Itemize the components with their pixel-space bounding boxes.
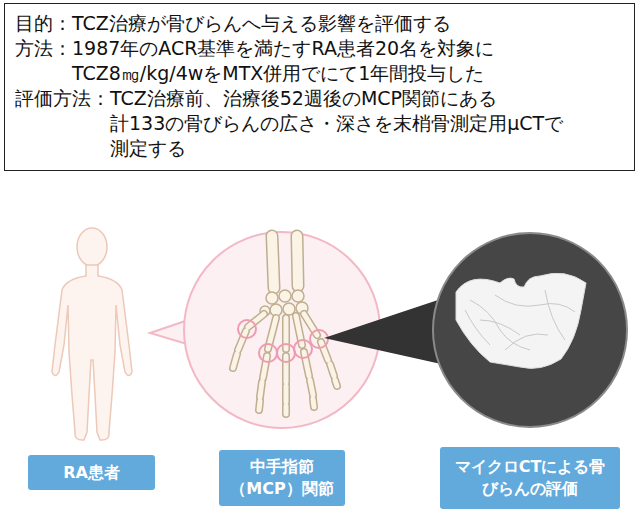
text-line: 方法：1987年のACR基準を満たすRA患者20名を対象に bbox=[15, 36, 624, 61]
label-text: マイクロCTによる骨 びらんの評価 bbox=[455, 456, 606, 500]
text-line: マイクロCTによる骨 bbox=[455, 456, 606, 478]
text-prefix: 方法： bbox=[15, 37, 72, 59]
text-prefix: 目的： bbox=[15, 12, 72, 34]
bone-cross-section bbox=[456, 273, 586, 368]
text-line: 評価方法：TCZ治療前、治療後52週後のMCP関節にある bbox=[15, 86, 624, 111]
description-text: 評価方法：TCZ治療前、治療後52週後のMCP関節にある 計133の骨びらんの広… bbox=[15, 86, 624, 161]
finger-bone bbox=[233, 314, 337, 414]
ct-circle bbox=[433, 233, 627, 427]
description-text: 目的：TCZ治療が骨びらんへ与える影響を評価する bbox=[15, 11, 624, 36]
bubble-tail bbox=[324, 296, 450, 366]
text-line: TCZ8㎎/kg/4wをMTX併用でにて1年間投与した bbox=[15, 61, 624, 86]
text-line: 計133の骨びらんの広さ・深さを末梢骨測定用μCTで bbox=[15, 111, 624, 136]
text-line: RA患者 bbox=[63, 462, 120, 484]
description-text: 方法：1987年のACR基準を満たすRA患者20名を対象に TCZ8㎎/kg/4… bbox=[15, 36, 624, 86]
label-text: 中手指節 （MCP）関節 bbox=[230, 456, 333, 500]
text-line: 目的：TCZ治療が骨びらんへ与える影響を評価する bbox=[15, 11, 624, 36]
description-panel: 目的：TCZ治療が骨びらんへ与える影響を評価する方法：1987年のACR基準を満… bbox=[4, 3, 635, 171]
caption-label: 中手指節 （MCP）関節 bbox=[219, 450, 345, 506]
text-line: 測定する bbox=[15, 136, 624, 161]
figure-body bbox=[52, 265, 132, 440]
trabecular-lines bbox=[465, 290, 575, 350]
caption-label: RA患者 bbox=[28, 455, 155, 490]
finger-bone bbox=[233, 314, 337, 414]
text-line: 中手指節 bbox=[230, 456, 333, 478]
text-line: （MCP）関節 bbox=[230, 478, 333, 500]
text-prefix: 評価方法： bbox=[15, 87, 110, 109]
forearm-bone bbox=[272, 236, 298, 288]
forearm-bone bbox=[272, 236, 298, 288]
label-text: RA患者 bbox=[63, 462, 120, 484]
text-line: びらんの評価 bbox=[455, 478, 606, 500]
figure-head bbox=[77, 228, 107, 266]
caption-label: マイクロCTによる骨 びらんの評価 bbox=[440, 447, 620, 509]
mcp-marker bbox=[238, 320, 328, 362]
